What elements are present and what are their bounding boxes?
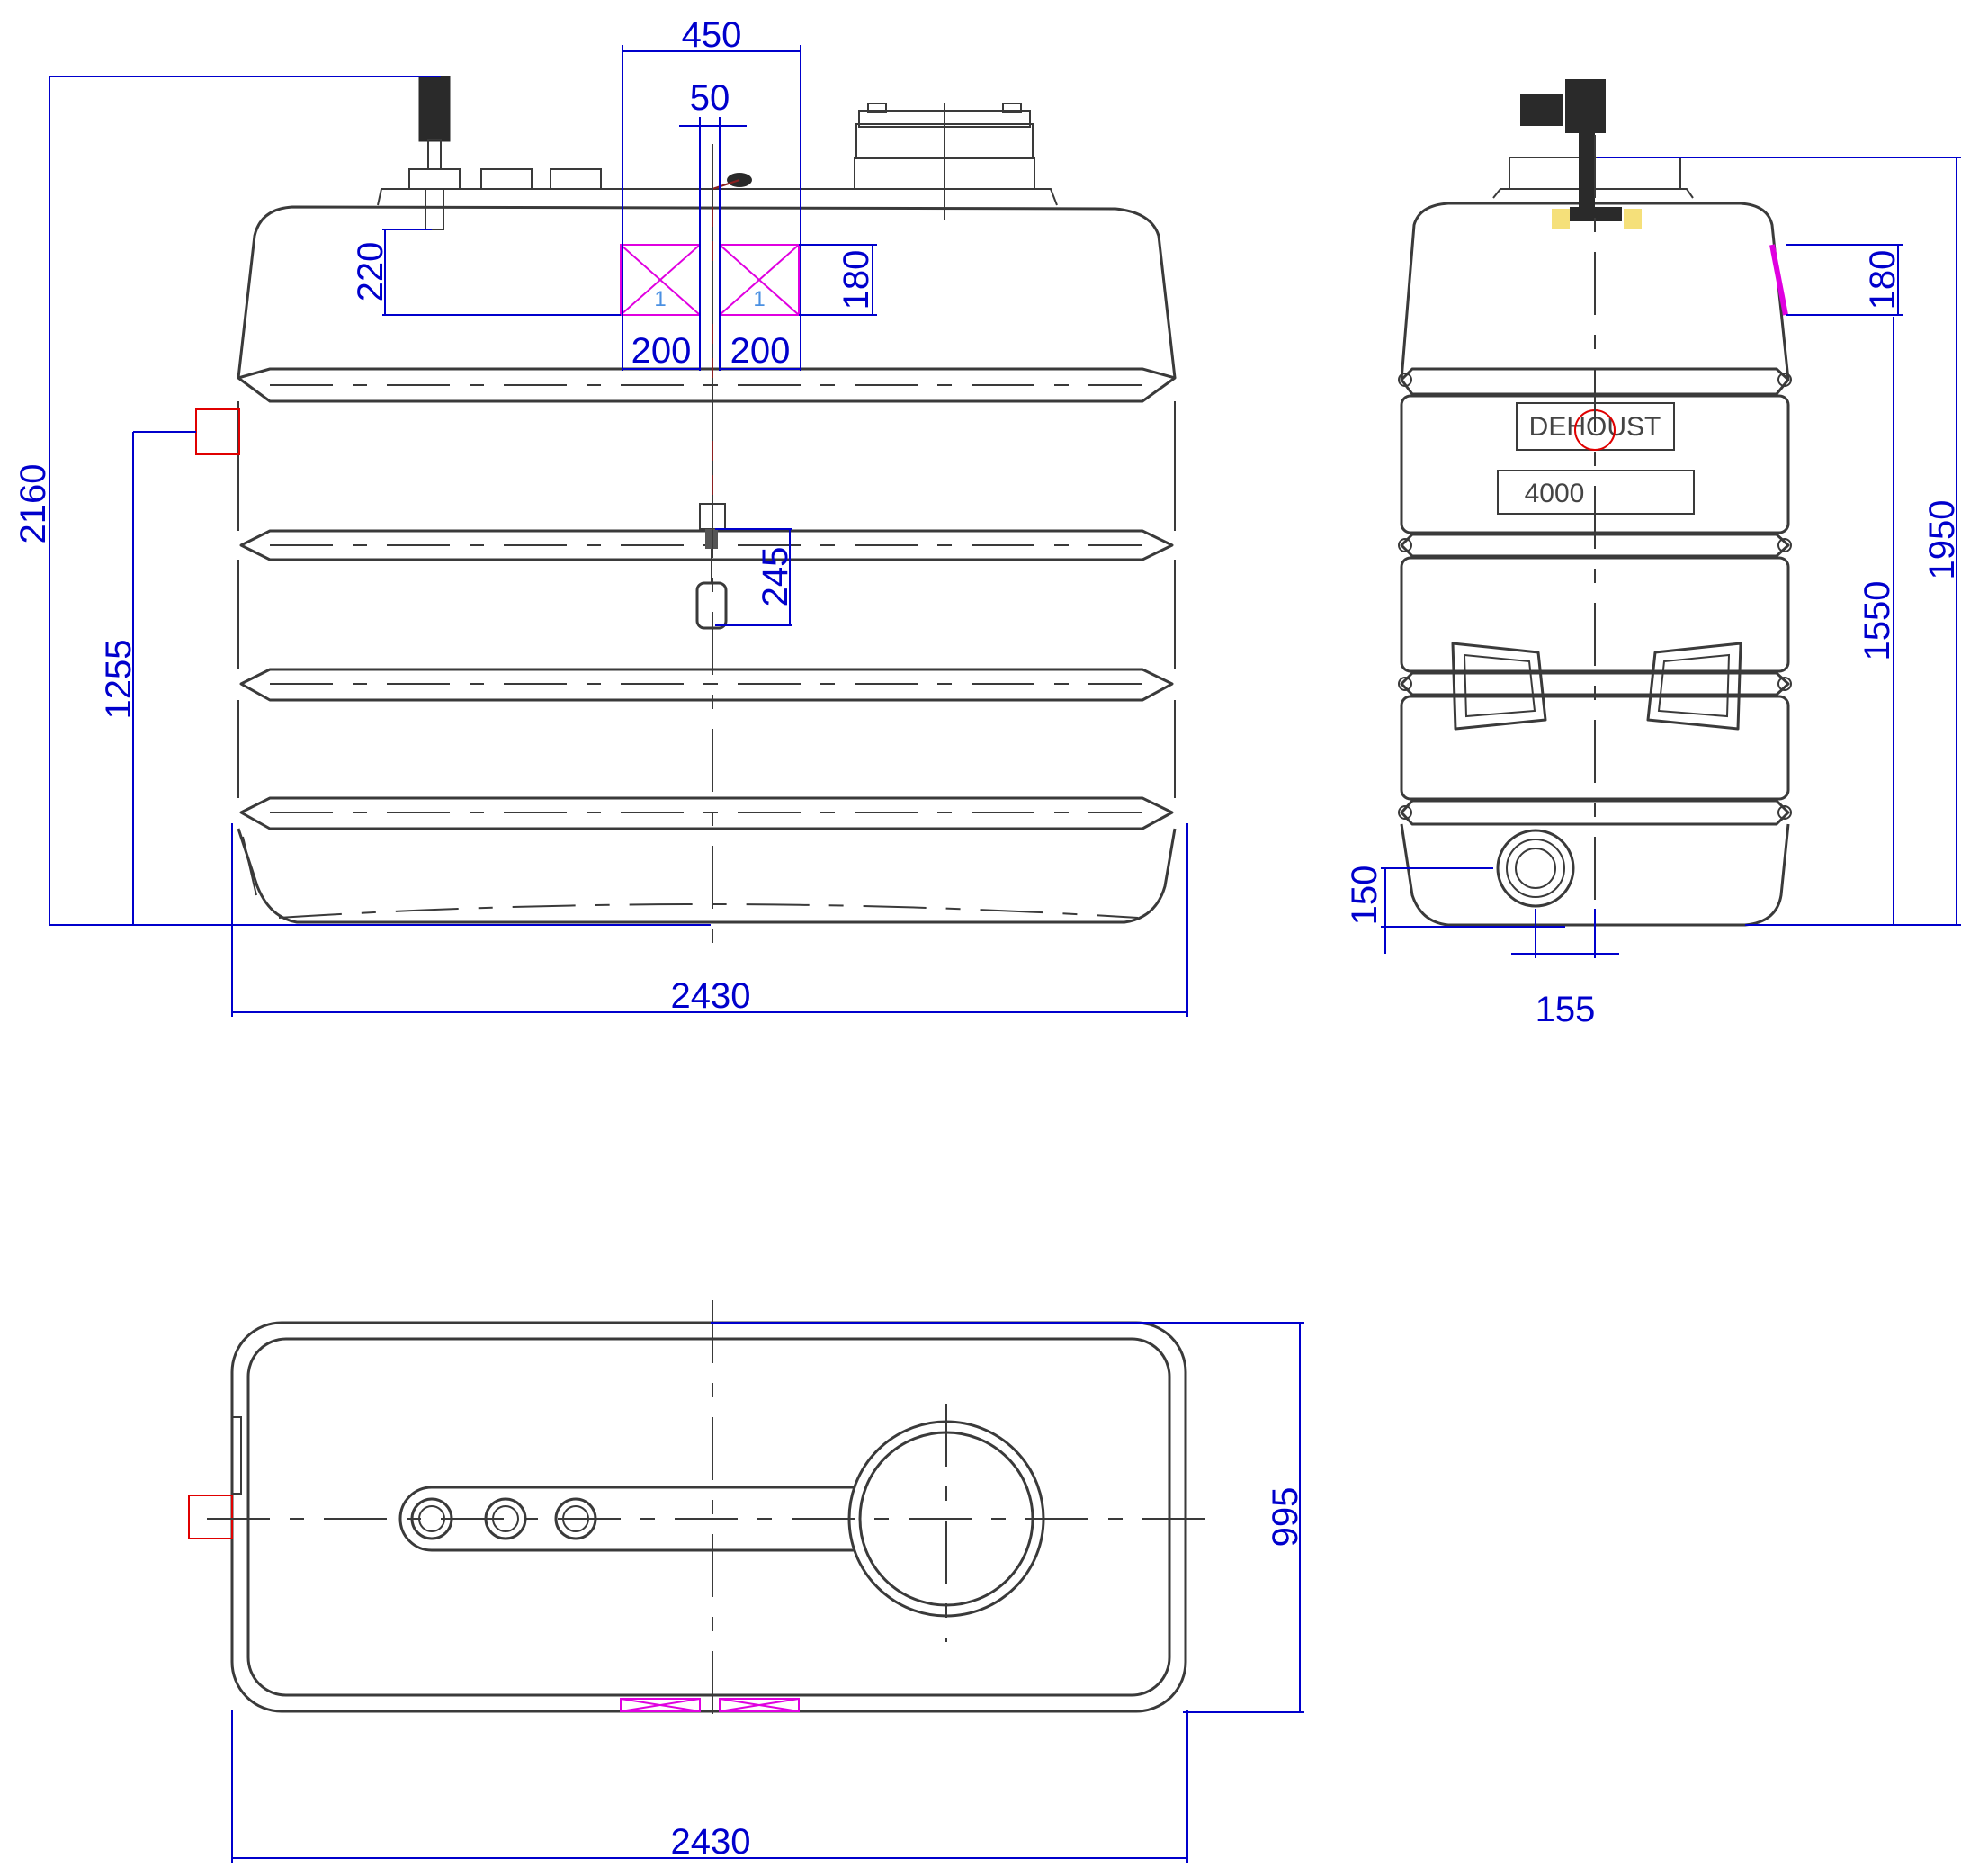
front-marker-boxes: 1 1: [620, 244, 800, 316]
dim-180-side: 180: [1863, 250, 1903, 310]
front-inlet-connection: [195, 408, 240, 455]
dim-450: 450: [682, 15, 742, 55]
dim-2430-plan: 2430: [671, 1822, 751, 1862]
dim-995: 995: [1266, 1487, 1305, 1548]
front-bottom-hidden-line: [278, 903, 1139, 919]
dim-1255: 1255: [99, 640, 139, 720]
side-tank-lower-outline: [1400, 823, 1790, 927]
dim-2160: 2160: [13, 464, 53, 544]
dim-155: 155: [1536, 990, 1596, 1029]
front-left-box-marker: 1: [654, 287, 666, 311]
side-dimensions: 180 1950 1550 150 155: [1345, 157, 1962, 1029]
dim-180-front: 180: [837, 250, 876, 310]
front-tank-upper-outline: [237, 205, 1177, 379]
front-rib-bands: [237, 367, 1177, 830]
side-valve: [1520, 79, 1642, 229]
front-dimensions: 450 50 200 200 2160 220 180 245 1255 243…: [13, 15, 1188, 1017]
front-right-box-marker: 1: [753, 287, 765, 311]
front-manhole: [854, 103, 1035, 220]
front-bottom-drain: [242, 836, 257, 896]
dim-50: 50: [690, 78, 730, 118]
side-capacity-label: 4000: [1525, 479, 1585, 508]
side-marker-strip: [1769, 244, 1788, 316]
plan-view: [188, 1300, 1223, 1719]
dim-1950: 1950: [1922, 500, 1962, 580]
dim-150: 150: [1345, 866, 1384, 926]
plan-side-recess: [231, 1416, 242, 1495]
dim-200-right: 200: [730, 331, 791, 371]
plan-dimensions: 995 2430: [231, 1322, 1305, 1863]
side-handles: [1451, 642, 1742, 731]
dim-200-left: 200: [631, 331, 692, 371]
dim-2430-front: 2430: [671, 976, 751, 1016]
front-view: 1 1: [195, 76, 1177, 954]
plan-marker-boxes: [620, 1698, 800, 1712]
front-tank-lower-outline: [237, 828, 1177, 924]
dim-245: 245: [756, 547, 795, 607]
dim-220: 220: [351, 242, 390, 302]
dim-1550: 1550: [1858, 581, 1897, 661]
front-top-platform: [377, 188, 1058, 206]
plan-inner-outline: [246, 1337, 1171, 1697]
side-view: DEHOUST 4000: [1398, 79, 1792, 954]
front-fittings: [408, 76, 752, 230]
plan-inlet-connection: [188, 1495, 233, 1539]
side-outlet: [1496, 829, 1575, 908]
